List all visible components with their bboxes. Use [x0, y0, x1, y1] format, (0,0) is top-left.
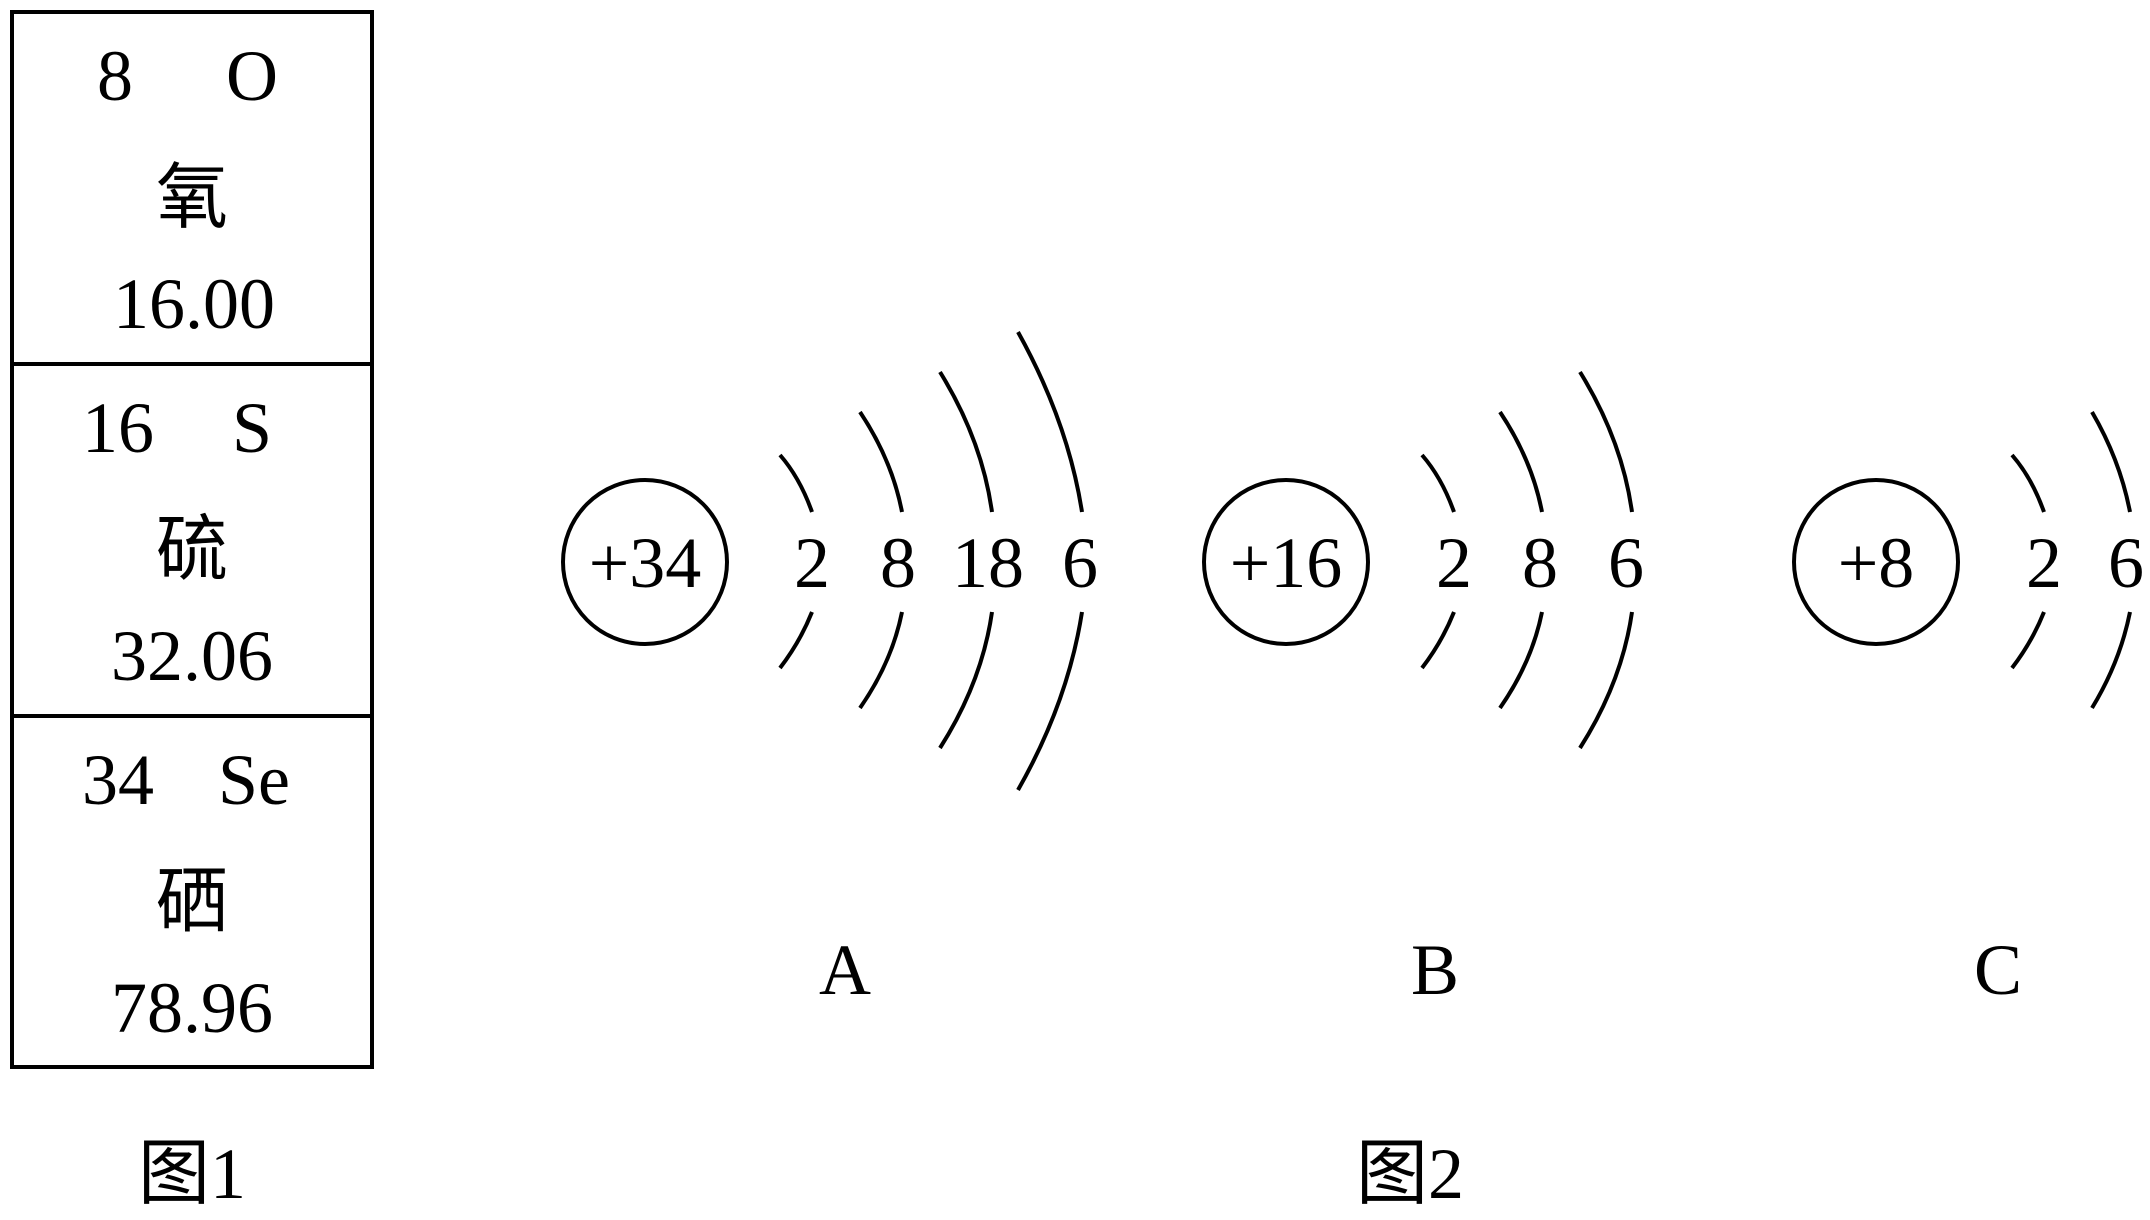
electron-shell-arc: [2090, 410, 2132, 513]
electron-shell-arc: [2010, 453, 2046, 513]
shell-electron-count: 2: [2026, 523, 2062, 603]
shell-electron-count: 6: [2108, 523, 2144, 603]
atom-diagram-c: +8 2 6 C: [1792, 410, 2144, 1010]
atom-diagram-b: +16 2 8 6 B: [1202, 370, 1644, 1010]
electron-shell-arc: [1498, 410, 1544, 513]
nuclear-charge: +8: [1838, 523, 1915, 603]
electron-shell-arc: [938, 611, 994, 750]
shell-electron-count: 8: [880, 523, 916, 603]
atom-label: B: [1411, 930, 1459, 1010]
electron-shell-arc: [1016, 331, 1084, 513]
shell-electron-count: 2: [794, 523, 830, 603]
nucleus-circle: [1202, 478, 1370, 646]
shell-electron-count: 8: [1522, 523, 1558, 603]
electron-shell-arc: [1016, 611, 1084, 791]
nuclear-charge: +34: [589, 523, 702, 603]
shell-electron-count: 6: [1062, 523, 1098, 603]
electron-shell-arc: [2090, 611, 2132, 710]
element-symbol: S: [232, 388, 272, 468]
electron-shell-arc: [1578, 611, 1634, 750]
element-name: 氧: [156, 158, 228, 238]
table-border: [10, 10, 374, 1069]
atomic-number: 34: [82, 740, 154, 820]
electron-shell-arc: [1420, 453, 1456, 513]
figure1-caption: 图1: [138, 1134, 246, 1214]
atom-label: C: [1974, 930, 2022, 1010]
electron-shell-arc: [938, 370, 994, 513]
nuclear-charge: +16: [1230, 523, 1343, 603]
element-cell-selenium: 34 Se 硒 78.96: [82, 740, 290, 1048]
atom-label: A: [819, 930, 871, 1010]
element-cell-sulfur: 16 S 硫 32.06: [82, 388, 273, 696]
atom-diagram-a: +34 2 8 18 6 A: [561, 331, 1098, 1010]
element-symbol: Se: [218, 740, 290, 820]
electron-shell-arc: [1578, 370, 1634, 513]
atomic-number: 16: [82, 388, 154, 468]
shell-electron-count: 18: [952, 523, 1024, 603]
electron-shell-arc: [778, 453, 814, 513]
electron-shell-arc: [858, 410, 904, 513]
element-name: 硒: [156, 862, 228, 942]
element-cell-oxygen: 8 O 氧 16.00: [97, 36, 278, 344]
electron-shell-arc: [858, 611, 904, 710]
shell-electron-count: 2: [1436, 523, 1472, 603]
nucleus-circle: [1792, 478, 1960, 646]
atomic-number: 8: [97, 36, 133, 116]
figure2-caption: 图2: [1356, 1134, 1464, 1214]
atomic-mass: 78.96: [111, 968, 273, 1048]
atomic-mass: 16.00: [113, 264, 275, 344]
electron-shell-arc: [1420, 611, 1456, 670]
element-name: 硫: [156, 510, 228, 590]
electron-shell-arc: [778, 611, 814, 670]
periodic-table-cells: 8 O 氧 16.00 16 S 硫 32.06 34 Se 硒 78.96: [10, 10, 374, 1069]
atomic-mass: 32.06: [111, 616, 273, 696]
nucleus-circle: [561, 478, 729, 646]
shell-electron-count: 6: [1608, 523, 1644, 603]
electron-shell-arc: [2010, 611, 2046, 670]
element-symbol: O: [226, 36, 278, 116]
electron-shell-arc: [1498, 611, 1544, 710]
